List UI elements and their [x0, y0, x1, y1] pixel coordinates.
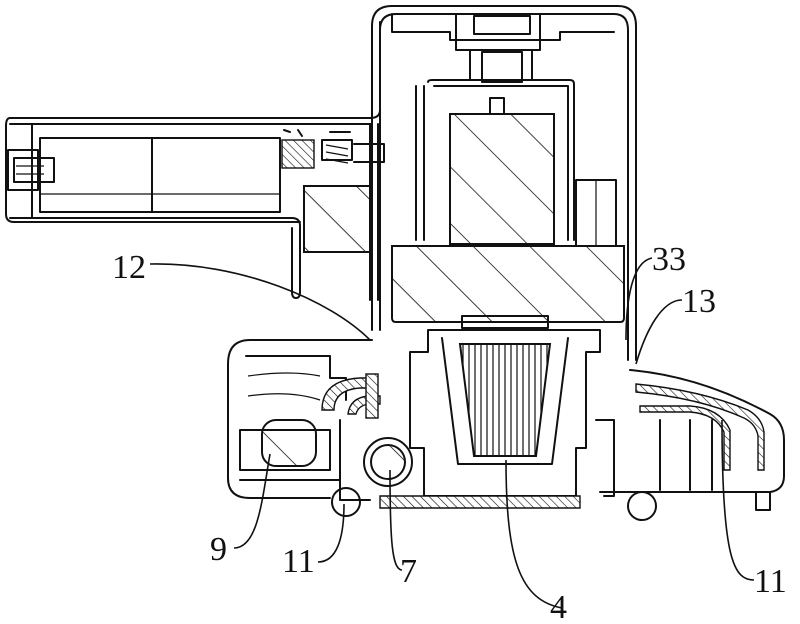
label-13: 13: [682, 283, 716, 320]
motor-housing: [371, 5, 637, 361]
leader-13: [635, 299, 683, 365]
leader-12: [149, 263, 371, 341]
label-7: 7: [400, 553, 417, 590]
leader-4: [505, 459, 563, 609]
leader-33: [625, 257, 653, 341]
roller-brush: [261, 419, 317, 467]
floor-head-left: [227, 339, 413, 517]
filter-cartridge: [458, 343, 552, 457]
leader-11a: [317, 503, 345, 563]
leader-11b: [721, 419, 755, 581]
motor-stator: [391, 245, 625, 323]
floor-head-right: [595, 369, 785, 521]
label-11-rear: 11: [754, 563, 787, 600]
leader-7: [389, 469, 403, 571]
suction-duct: [363, 437, 413, 487]
label-12: 12: [112, 249, 146, 286]
label-11-front: 11: [282, 543, 315, 580]
label-4: 4: [550, 589, 567, 624]
latch-icon: [7, 149, 39, 191]
handle-battery-pack: [5, 21, 385, 301]
label-9: 9: [210, 531, 227, 568]
front-wheel: [331, 487, 361, 517]
rear-wheel: [627, 491, 657, 521]
leader-lines: [149, 257, 755, 609]
leader-9: [233, 453, 271, 549]
label-33: 33: [652, 241, 686, 278]
motor-rotor: [449, 113, 555, 245]
dust-cup: [379, 329, 601, 509]
